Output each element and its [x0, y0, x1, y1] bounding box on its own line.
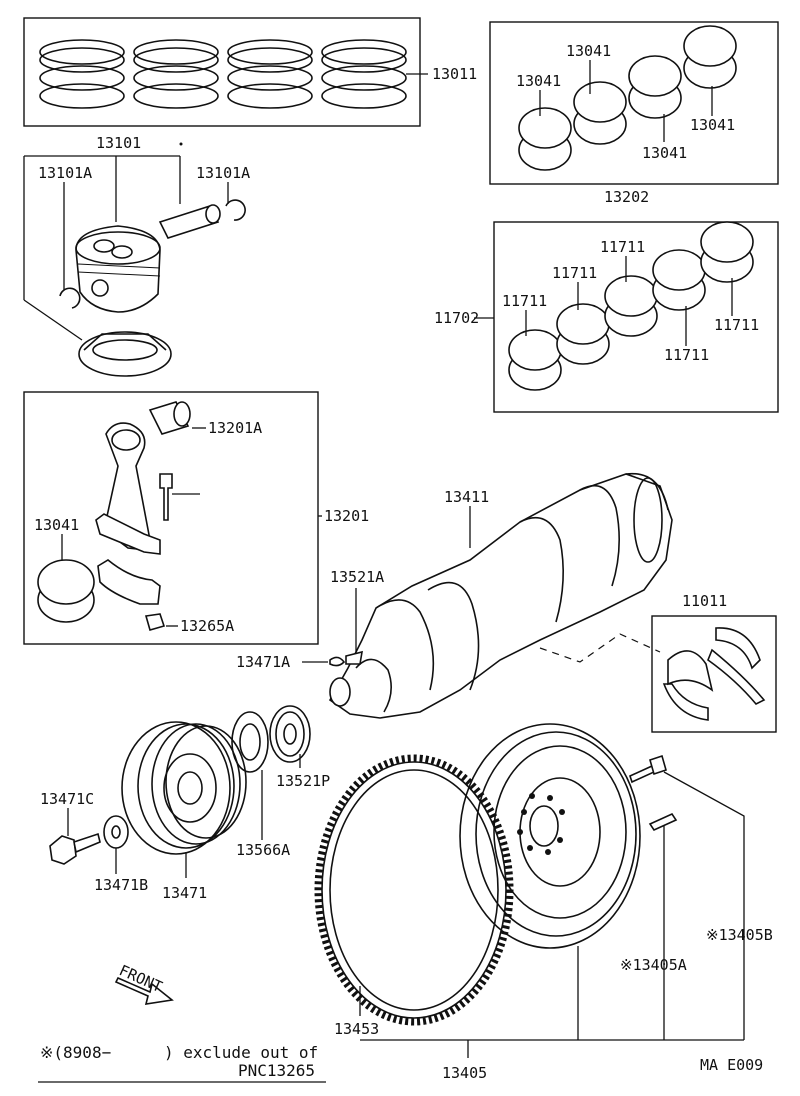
label-13566A: 13566A [236, 841, 290, 859]
label-13521P: 13521P [276, 772, 330, 790]
flywheel [459, 723, 641, 1040]
front-arrow: FRONT [114, 961, 174, 1005]
piston-ring-set: 13011 [23, 17, 477, 127]
flywheel-pin: ※13405A [620, 812, 687, 1040]
timing-gear: 13521P [269, 705, 330, 790]
rod-bearing-set: 13041 13041 13041 13041 13202 [489, 21, 779, 206]
connecting-rod-assembly: 13201A 13201 13041 13265A [23, 391, 369, 645]
label-13101A-left: 13101A [38, 164, 92, 182]
crankshaft-pulley: 13471 [121, 721, 247, 902]
label-13041-rod: 13041 [34, 516, 79, 534]
piston-assembly: 13101 13101A 13101A [23, 134, 250, 377]
label-13453: 13453 [334, 1020, 379, 1038]
ring-gear: 13453 [314, 754, 514, 1038]
label-13041-right: 13041 [690, 116, 735, 134]
label-11711-e: 11711 [664, 346, 709, 364]
flywheel-bolt: ※13405B [629, 754, 773, 1040]
footnote-line1-suffix: ) exclude out of [164, 1043, 318, 1062]
label-11711-b: 11711 [552, 264, 597, 282]
label-13041-bottom: 13041 [642, 144, 687, 162]
label-11011: 11011 [682, 592, 727, 610]
label-13201: 13201 [324, 507, 369, 525]
label-13101A-right: 13101A [196, 164, 250, 182]
label-13411: 13411 [444, 488, 489, 506]
footnote: ※(8908− ) exclude out of PNC13265 [38, 1043, 326, 1083]
label-13521A: 13521A [330, 568, 384, 586]
label-13265A: 13265A [180, 617, 234, 635]
flywheel-assembly-bracket: 13405 [360, 1039, 744, 1082]
label-11711-c: 11711 [502, 292, 547, 310]
label-13201A: 13201A [208, 419, 262, 437]
label-13471C: 13471C [40, 790, 94, 808]
footnote-line2: PNC13265 [238, 1061, 315, 1080]
label-13471A: 13471A [236, 653, 290, 671]
label-11711-a: 11711 [600, 238, 645, 256]
label-13471: 13471 [162, 884, 207, 902]
footnote-line1-prefix: ※(8908− [40, 1043, 111, 1062]
label-13101: 13101 [96, 134, 141, 152]
label-11711-d: 11711 [714, 316, 759, 334]
label-13041-left: 13041 [516, 72, 561, 90]
label-13202: 13202 [604, 188, 649, 206]
pulley-washer: 13471B [94, 815, 148, 894]
figure-code: MA E009 [700, 1056, 763, 1074]
label-13041-top: 13041 [566, 42, 611, 60]
pulley-bolt: 13471C [40, 790, 101, 865]
crank-angle-plate: 13566A [231, 711, 290, 859]
thrust-washer-set: 11011 [651, 592, 777, 733]
label-13405A: ※13405A [620, 956, 687, 974]
label-11702: 11702 [434, 309, 479, 327]
crankshaft: 13411 13521A 13471A [236, 472, 673, 719]
label-13405B: ※13405B [706, 926, 773, 944]
label-13471B: 13471B [94, 876, 148, 894]
main-bearing-set: 11711 11711 11711 11711 11711 11702 [434, 221, 779, 413]
label-13405: 13405 [442, 1064, 487, 1082]
label-13011: 13011 [432, 65, 477, 83]
